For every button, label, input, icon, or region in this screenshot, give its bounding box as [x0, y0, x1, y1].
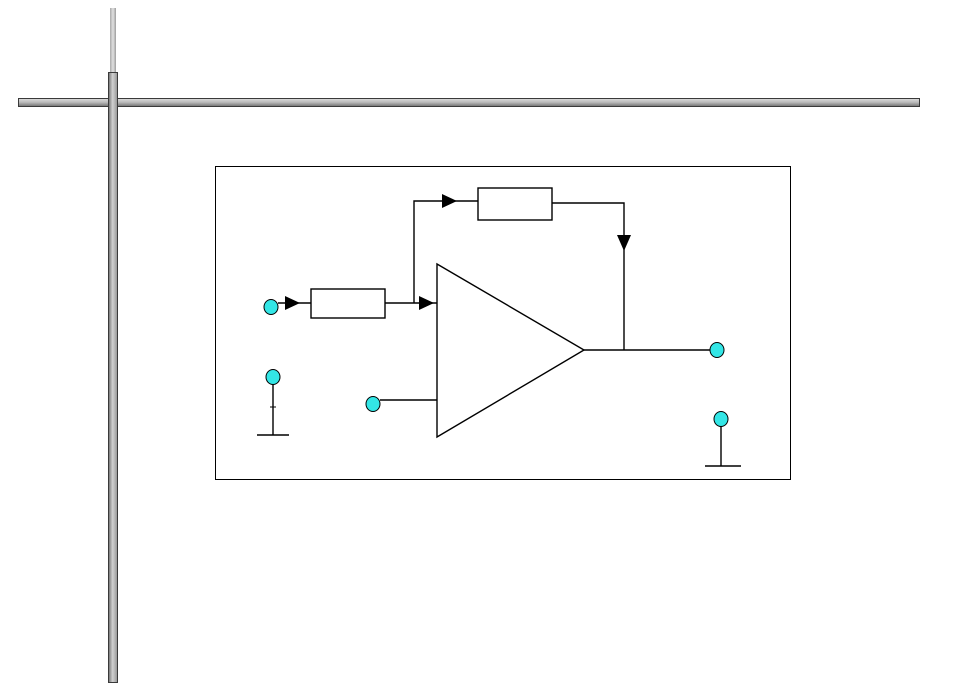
feedback-resistor — [477, 187, 553, 221]
feedback-wire-left — [413, 200, 478, 303]
op-amp — [436, 262, 586, 439]
input-resistor — [310, 288, 386, 319]
inverting-input-arrow — [419, 296, 434, 310]
input-arrow — [285, 296, 300, 310]
ground-terminal-right — [713, 411, 729, 427]
circuit-diagram — [257, 187, 741, 467]
feedback-arrow — [442, 194, 457, 208]
feedback-down-arrow — [617, 235, 631, 251]
circuit-diagram-frame — [215, 166, 791, 480]
horizontal-rule — [18, 98, 920, 107]
feedback-wire-right — [552, 202, 625, 350]
input-terminal — [263, 299, 279, 315]
vertical-rule-top-highlight — [110, 8, 116, 98]
vertical-rule — [108, 72, 118, 683]
output-terminal — [709, 342, 725, 358]
ground-terminal-left — [265, 369, 281, 385]
non-inverting-input-terminal — [365, 396, 381, 412]
